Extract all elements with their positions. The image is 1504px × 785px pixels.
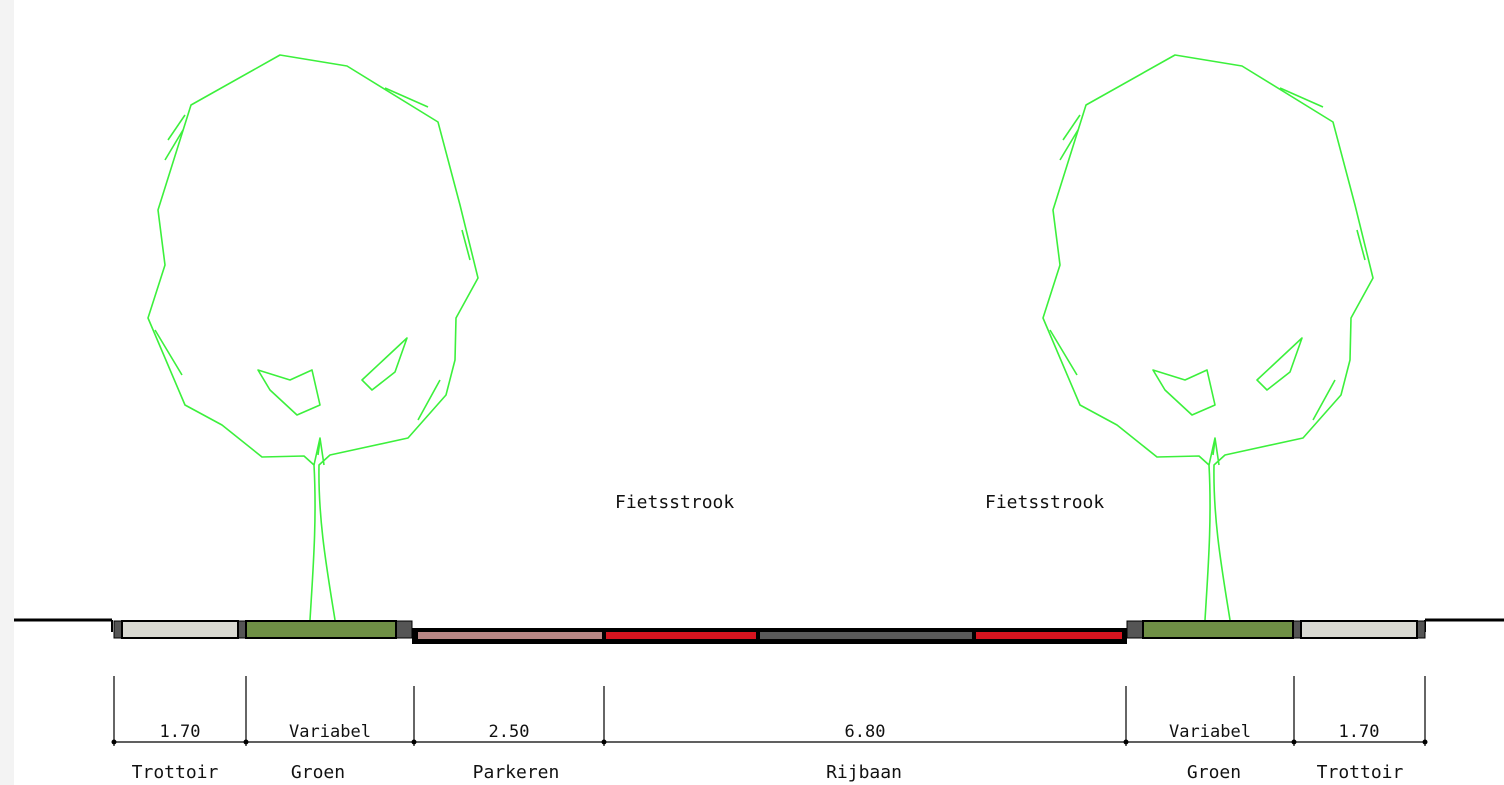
groen-right-dimension: Variabel bbox=[1169, 722, 1251, 742]
trottoir-right-dimension: 1.70 bbox=[1339, 722, 1380, 742]
bike-lane-left-surface bbox=[606, 632, 756, 639]
rijbaan-surface bbox=[760, 632, 972, 639]
road-surface bbox=[14, 618, 1504, 644]
trottoir-right-label: Trottoir bbox=[1317, 762, 1404, 783]
fietsstrook-right-label: Fietsstrook bbox=[985, 492, 1104, 513]
trottoir-right-surface bbox=[1300, 620, 1418, 639]
parkeren-dimension: 2.50 bbox=[489, 722, 530, 742]
dimension-ticks bbox=[111, 739, 1428, 745]
trottoir-left-dimension: 1.70 bbox=[160, 722, 201, 742]
rijbaan-dimension: 6.80 bbox=[845, 722, 886, 742]
fietsstrook-left-label: Fietsstrook bbox=[615, 492, 734, 513]
dimension-line bbox=[113, 676, 1426, 746]
trottoir-left-label: Trottoir bbox=[132, 762, 219, 783]
tree-left-icon bbox=[147, 54, 479, 621]
rijbaan-label: Rijbaan bbox=[826, 762, 902, 783]
groen-right-surface bbox=[1142, 620, 1294, 639]
bike-lane-right-surface bbox=[976, 632, 1122, 639]
tree-right-icon bbox=[1042, 54, 1374, 621]
trottoir-left-surface bbox=[121, 620, 239, 639]
groen-left-dimension: Variabel bbox=[289, 722, 371, 742]
groen-right-label: Groen bbox=[1187, 762, 1241, 783]
parkeren-label: Parkeren bbox=[473, 762, 560, 783]
groen-left-surface bbox=[245, 620, 397, 639]
parkeren-surface bbox=[418, 632, 602, 639]
paper bbox=[14, 0, 1504, 785]
groen-left-label: Groen bbox=[291, 762, 345, 783]
